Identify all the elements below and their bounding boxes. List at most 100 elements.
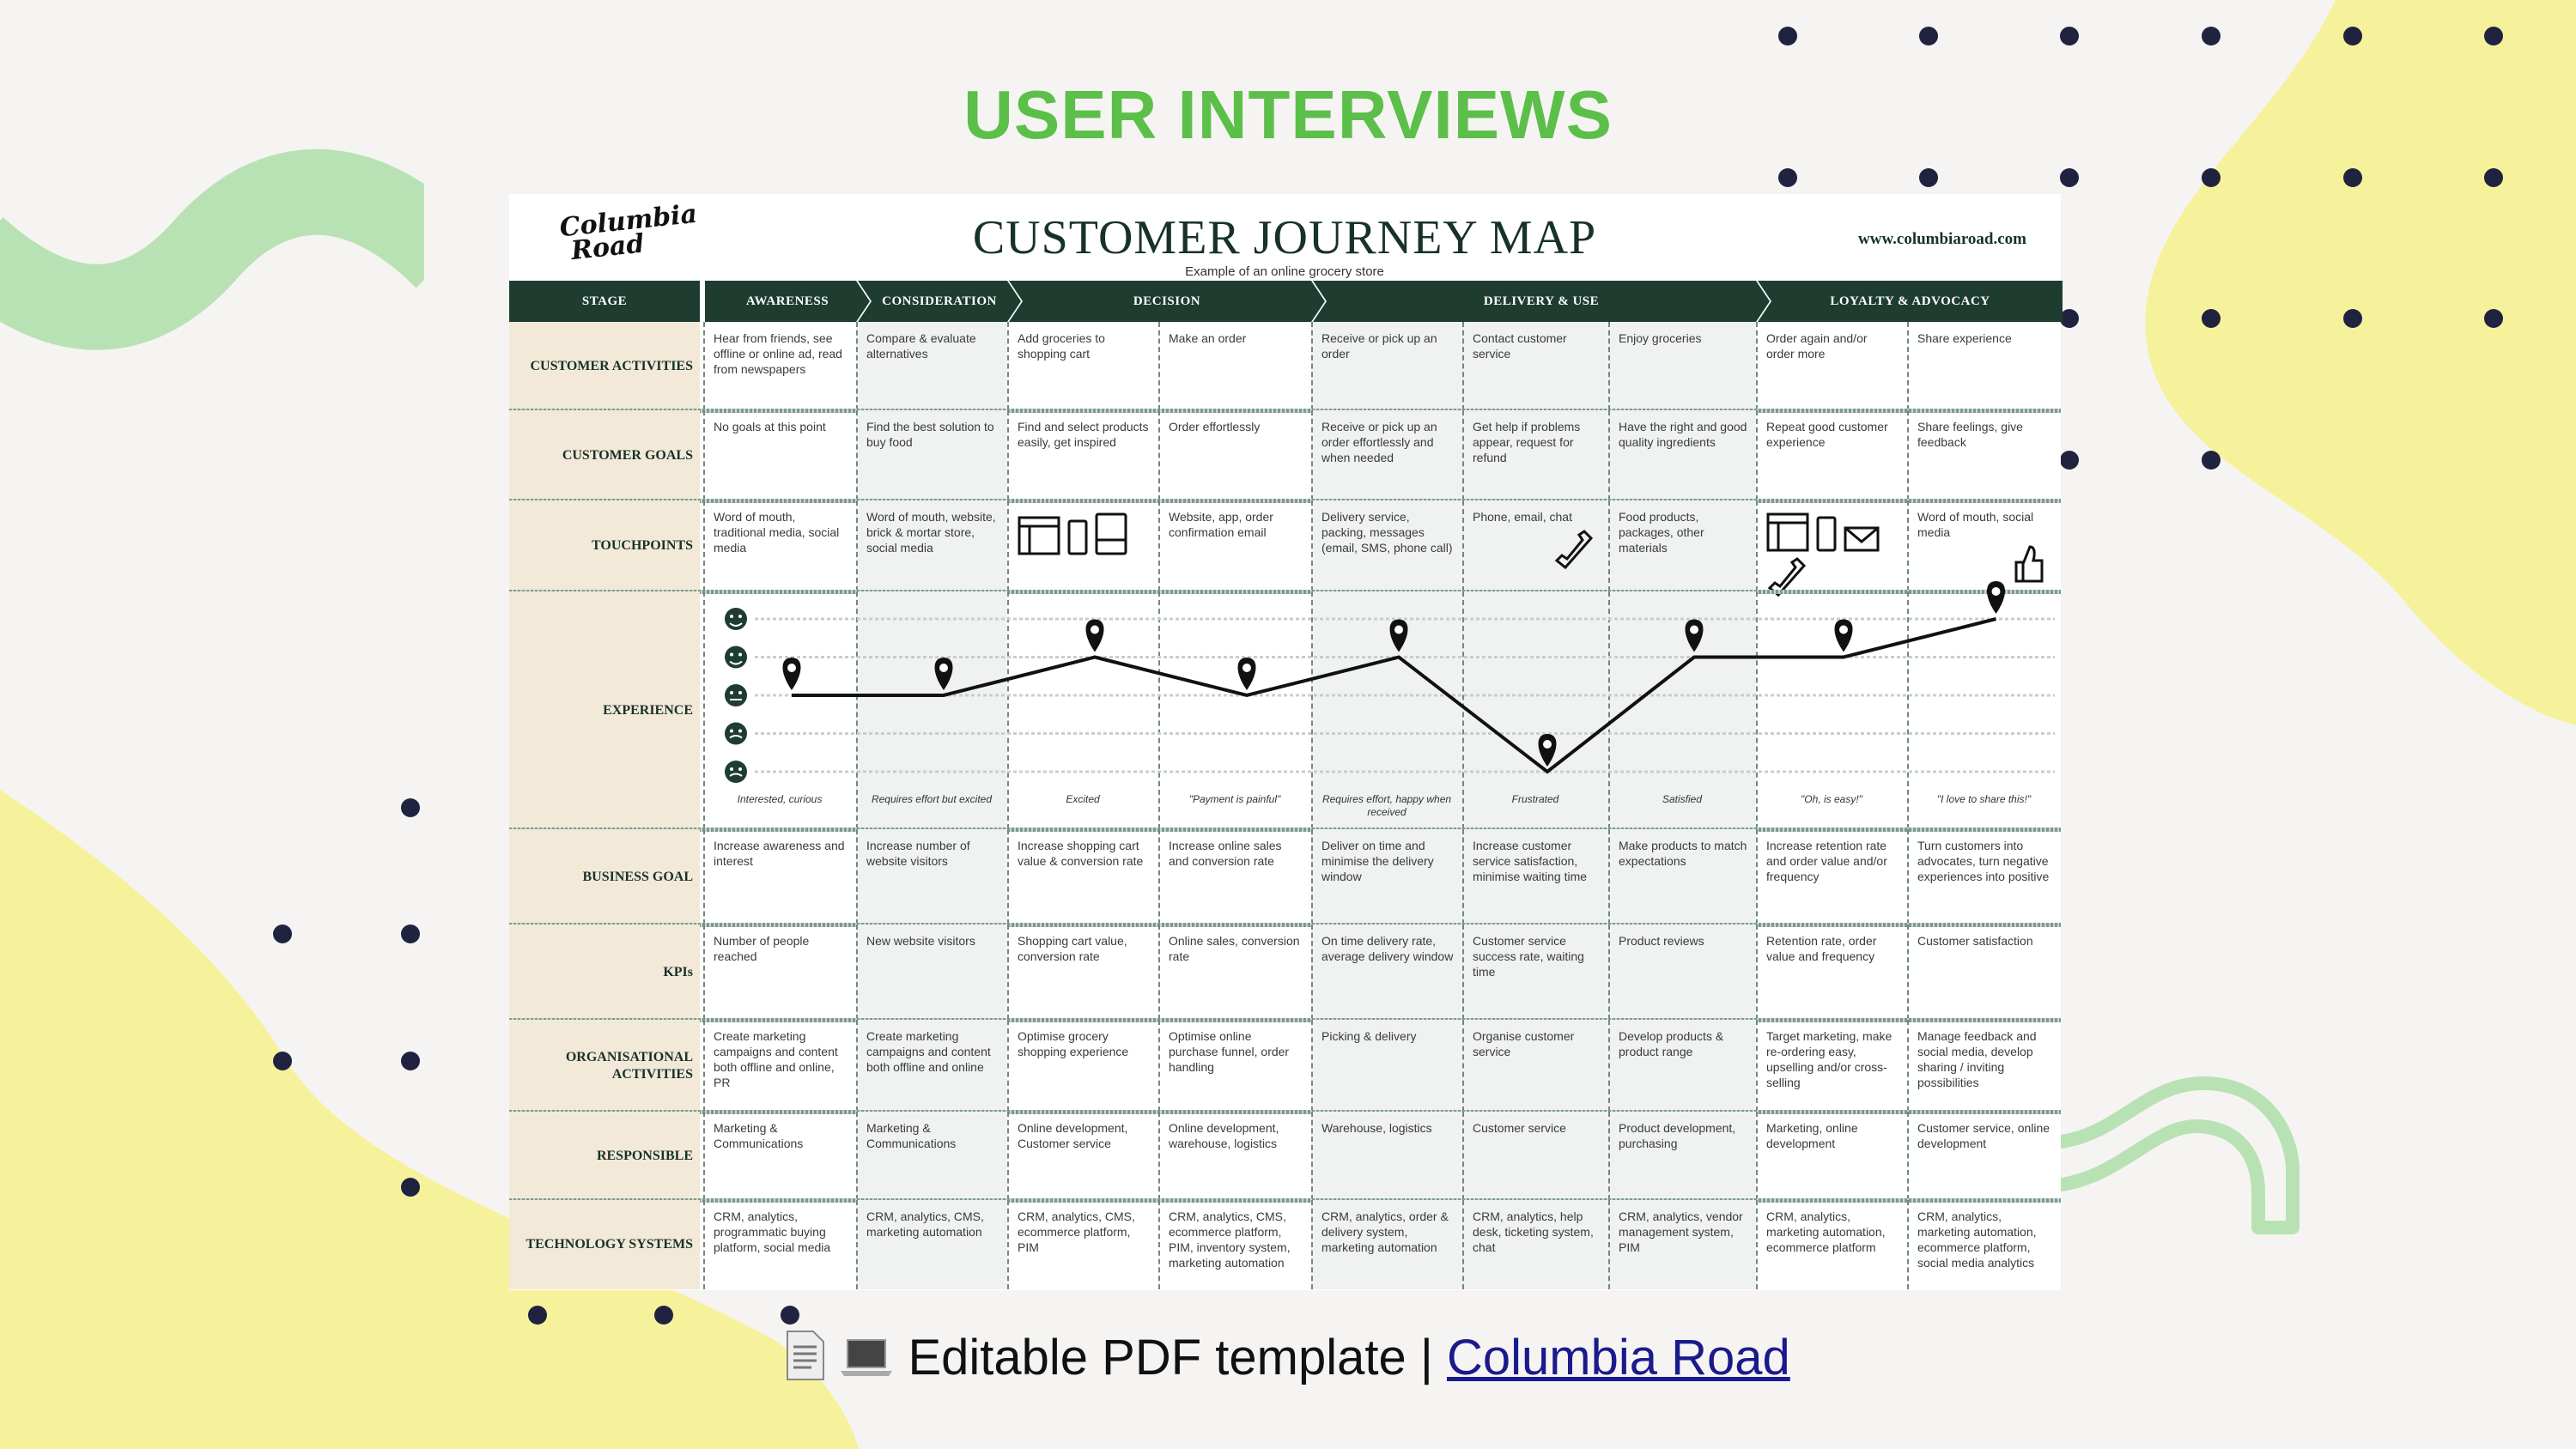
experience-caption: "Payment is painful" <box>1188 793 1281 805</box>
table-cell: Increase awareness and interest <box>703 829 856 925</box>
decor-dot <box>1778 27 1797 45</box>
cell-text: Make products to match expectations <box>1619 839 1747 868</box>
row-label: KPIs <box>509 925 700 1020</box>
decor-dot <box>2343 27 2362 45</box>
decor-dot <box>401 1178 420 1197</box>
table-cell: On time delivery rate, average delivery … <box>1311 925 1462 1020</box>
cell-text: On time delivery rate, average delivery … <box>1321 934 1454 963</box>
table-cell: CRM, analytics, marketing automation, ec… <box>1907 1200 2061 1289</box>
cell-text: CRM, analytics, programmatic buying plat… <box>714 1210 831 1254</box>
cell-text: Receive or pick up an order <box>1321 331 1437 361</box>
cell-text: Have the right and good quality ingredie… <box>1619 420 1747 449</box>
cell-text: Compare & evaluate alternatives <box>866 331 976 361</box>
table-cell: Word of mouth, social media <box>1907 500 2061 591</box>
cell-text: CRM, analytics, marketing automation, ec… <box>1766 1210 1886 1254</box>
cell-text: Increase retention rate and order value … <box>1766 839 1887 883</box>
row-label: BUSINESS GOAL <box>509 829 700 925</box>
telephone-icon <box>1553 528 1594 574</box>
table-cell: Number of people reached <box>703 925 856 1020</box>
cell-text: Website, app, order confirmation email <box>1169 510 1273 539</box>
mail-icon <box>1844 526 1880 555</box>
cell-text: New website visitors <box>866 934 975 948</box>
row-label: TOUCHPOINTS <box>509 500 700 591</box>
cell-text: Hear from friends, see offline or online… <box>714 331 842 376</box>
browser-icon <box>1766 512 1809 555</box>
table-cell: Phone, email, chat <box>1462 500 1608 591</box>
cell-text: Warehouse, logistics <box>1321 1121 1432 1135</box>
green-squiggle-right <box>2054 1076 2300 1234</box>
cell-text: Get help if problems appear, request for… <box>1473 420 1581 464</box>
cell-text: Word of mouth, social media <box>1917 510 2034 539</box>
map-subtitle: Example of an online grocery store <box>1185 264 1384 279</box>
table-cell: Customer satisfaction <box>1907 925 2061 1020</box>
decor-dot <box>654 1306 673 1325</box>
cell-text: Food products, packages, other materials <box>1619 510 1704 555</box>
cell-text: Retention rate, order value and frequenc… <box>1766 934 1877 963</box>
decor-dot <box>2202 168 2221 187</box>
decor-dot <box>401 1052 420 1070</box>
decor-dot <box>2484 168 2503 187</box>
cell-text: Customer service, online development <box>1917 1121 2050 1150</box>
row-divider <box>509 499 2061 503</box>
decor-dot <box>401 925 420 943</box>
map-title: CUSTOMER JOURNEY MAP <box>972 211 1597 264</box>
row-label: RESPONSIBLE <box>509 1112 700 1200</box>
table-cell: Enjoy groceries <box>1608 322 1756 410</box>
decor-dot <box>1778 168 1797 187</box>
row-divider <box>509 828 2061 832</box>
cell-text: Delivery service, packing, messages (ema… <box>1321 510 1453 555</box>
decor-dot <box>2343 309 2362 328</box>
cell-text: CRM, analytics, CMS, marketing automatio… <box>866 1210 984 1239</box>
columbia-road-link[interactable]: Columbia Road <box>1447 1330 1790 1385</box>
row-label: CUSTOMER ACTIVITIES <box>509 322 700 410</box>
experience-caption: Excited <box>1066 793 1100 805</box>
tablet-icon <box>1095 512 1127 559</box>
table-cell: Make products to match expectations <box>1608 829 1756 925</box>
decor-dot <box>2060 451 2079 470</box>
table-cell: Product development, purchasing <box>1608 1112 1756 1200</box>
row-divider <box>509 1198 2061 1203</box>
table-cell: Manage feedback and social media, develo… <box>1907 1020 2061 1112</box>
decor-dot <box>1919 168 1938 187</box>
stage-consideration: CONSIDERATION <box>858 281 1021 322</box>
table-cell <box>1756 500 1907 597</box>
cell-text: Phone, email, chat <box>1473 510 1572 524</box>
cell-text: CRM, analytics, CMS, ecommerce platform,… <box>1018 1210 1135 1254</box>
row-label: CUSTOMER GOALS <box>509 410 700 500</box>
cell-text: Marketing & Communications <box>714 1121 804 1150</box>
cell-text: Picking & delivery <box>1321 1029 1417 1043</box>
cell-text: CRM, analytics, CMS, ecommerce platform,… <box>1169 1210 1291 1270</box>
yellow-blob-right <box>2145 0 2576 725</box>
table-cell: Online development, Customer service <box>1007 1112 1158 1200</box>
table-cell: No goals at this point <box>703 410 856 500</box>
table-cell: Increase online sales and conversion rat… <box>1158 829 1311 925</box>
journey-map-sheet: Columbia Road CUSTOMER JOURNEY MAP Examp… <box>509 194 2063 1290</box>
table-cell: Customer service success rate, waiting t… <box>1462 925 1608 1020</box>
row-divider <box>509 1018 2061 1022</box>
table-cell: Word of mouth, website, brick & mortar s… <box>856 500 1007 591</box>
decor-dot <box>401 798 420 817</box>
row-business-goal: BUSINESS GOAL Increase awareness and inte… <box>509 829 2061 925</box>
dot-pattern <box>273 27 2503 1325</box>
table-cell: Receive or pick up an order effortlessly… <box>1311 410 1462 500</box>
experience-caption: Frustrated <box>1511 793 1559 805</box>
row-customer-activities: CUSTOMER ACTIVITIES Hear from friends, se… <box>509 322 2061 410</box>
table-cell: Organise customer service <box>1462 1020 1608 1112</box>
table-cell: Repeat good customer experience <box>1756 410 1907 500</box>
table-cell: Marketing, online development <box>1756 1112 1907 1200</box>
thumbs-up-icon <box>2011 543 2045 586</box>
cell-text: Target marketing, make re-ordering easy,… <box>1766 1029 1893 1089</box>
table-cell: CRM, analytics, CMS, ecommerce platform,… <box>1158 1200 1311 1289</box>
cell-text: Marketing & Communications <box>866 1121 957 1150</box>
cell-text: Repeat good customer experience <box>1766 420 1888 449</box>
table-cell: Hear from friends, see offline or online… <box>703 322 856 410</box>
cell-text: Increase awareness and interest <box>714 839 845 868</box>
row-responsible: RESPONSIBLE Marketing & Communications Mar… <box>509 1112 2061 1200</box>
table-cell: Have the right and good quality ingredie… <box>1608 410 1756 500</box>
table-cell: Increase shopping cart value & conversio… <box>1007 829 1158 925</box>
table-cell: Retention rate, order value and frequenc… <box>1756 925 1907 1020</box>
